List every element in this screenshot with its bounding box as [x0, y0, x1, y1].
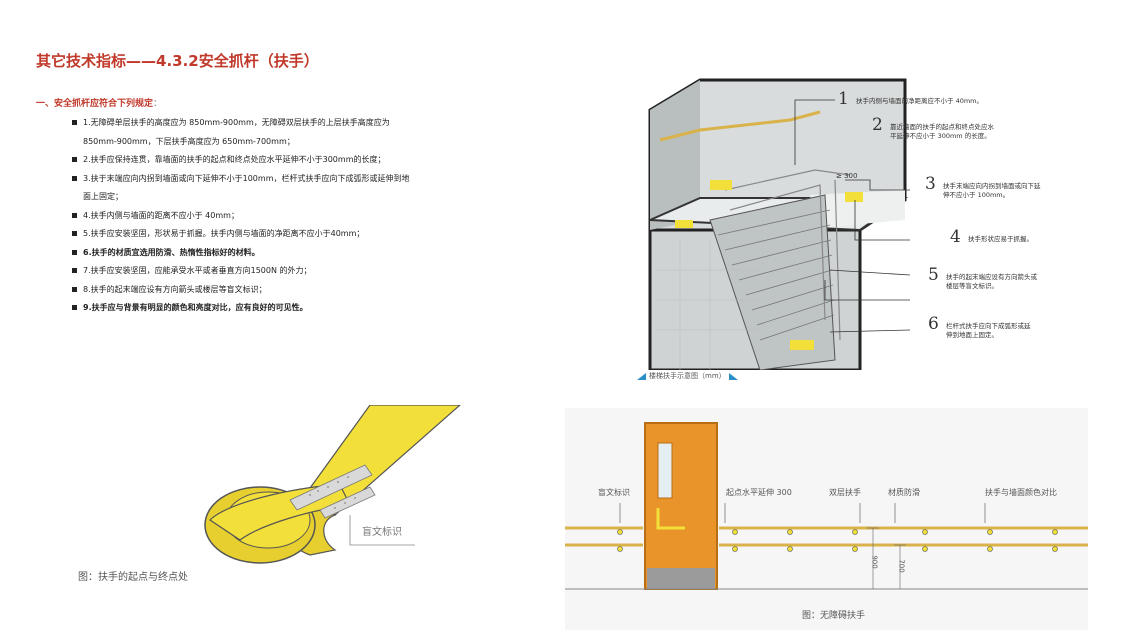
stair-caption-text: 楼梯扶手示意图（mm）: [649, 372, 726, 380]
braille-label: 盲文标识: [362, 527, 402, 538]
list-item-continuation: 850mm-900mm，下层扶手高度应为 650mm-700mm；: [83, 136, 295, 146]
note-line: 扶手内侧与墙面的净距离应不小于 40mm。: [856, 97, 984, 105]
note-number: 3: [925, 174, 936, 194]
note-number: 6: [928, 314, 939, 334]
section-heading-colon: ：: [153, 99, 163, 109]
stair-caption: 楼梯扶手示意图（mm）: [637, 371, 738, 381]
label-start-extension: 起点水平延伸 300: [726, 488, 792, 497]
section-heading-text: 一、安全抓杆应符合下列规定: [36, 99, 154, 109]
note-line: 栏杆式扶手应向下成弧形或延: [946, 322, 1031, 330]
requirements-list: 1.无障碍单层扶手的高度应为 850mm-900mm，无障碍双层扶手的上层扶手高…: [72, 114, 502, 318]
note-line: 扶手末端应向内拐到墙面或向下延: [943, 182, 1041, 190]
note-line: 伸不应小于 100mm。: [943, 191, 1010, 199]
label-anti-slip: 材质防滑: [888, 488, 920, 497]
note-number: 4: [950, 227, 961, 247]
note-line: 楼层等盲文标识。: [946, 282, 998, 290]
accessible-handrail-illustration: [565, 422, 1088, 590]
note-number: 2: [872, 115, 883, 135]
note-line: 靠近墙面的扶手的起点和终点处应水: [890, 123, 994, 131]
note-line: 伸到地面上固定。: [946, 331, 998, 339]
list-item: 7.扶手应安装坚固，应能承受水平或者垂直方向1500N 的外力；: [72, 262, 502, 281]
page-title: 其它技术指标——4.3.2安全抓杆（扶手）: [36, 52, 319, 70]
list-item: 9.扶手应与背景有明显的颜色和亮度对比，应有良好的可见性。: [72, 299, 502, 318]
stair-illustration: ≥ 300: [648, 78, 910, 370]
label-double-rail: 双层扶手: [829, 488, 861, 497]
note-number: 5: [928, 265, 939, 285]
list-item: 2.扶手应保持连贯，靠墙面的扶手的起点和终点处应水平延伸不小于300mm的长度；: [72, 151, 502, 170]
triangle-left-icon: [637, 372, 646, 380]
note-line: 扶手的起末端应设有方向箭头或: [946, 273, 1037, 281]
dim-700: 700: [897, 559, 906, 573]
section-heading: 一、安全抓杆应符合下列规定：: [36, 96, 162, 109]
label-braille: 盲文标识: [598, 488, 630, 497]
handrail-end-caption: 图：扶手的起点与终点处: [78, 572, 188, 583]
list-item: 6.扶手的材质宜选用防滑、热惰性指标好的材料。: [72, 244, 502, 263]
dim-label: ≥ 300: [836, 172, 857, 180]
label-color-contrast: 扶手与墙面颜色对比: [985, 488, 1057, 497]
list-item: 1.无障碍单层扶手的高度应为 850mm-900mm，无障碍双层扶手的上层扶手高…: [72, 114, 502, 133]
triangle-right-icon: [728, 372, 738, 380]
list-item: 8.扶手的起末端应设有方向箭头或楼层等盲文标识；: [72, 281, 502, 300]
note-line: 扶手形状应易于抓握。: [968, 235, 1033, 243]
note-number: 1: [838, 89, 849, 109]
list-item-continuation: 面上固定；: [83, 192, 123, 201]
list-item: 5.扶手应安装坚固，形状易于抓握。扶手内侧与墙面的净距离不应小于40mm；: [72, 225, 502, 244]
accessible-caption: 图：无障碍扶手: [802, 611, 866, 621]
list-item: 3.扶于末端应向内拐到墙面或向下延伸不小于100mm，栏杆式扶手应向下成弧形或延…: [72, 170, 502, 189]
note-line: 平延伸不应小于 300mm 的长度。: [890, 132, 991, 140]
handrail-end-illustration: [204, 405, 461, 564]
dim-900: 900: [870, 555, 879, 569]
list-item: 4.扶手内侧与墙面的距离不应小于 40mm；: [72, 207, 502, 226]
